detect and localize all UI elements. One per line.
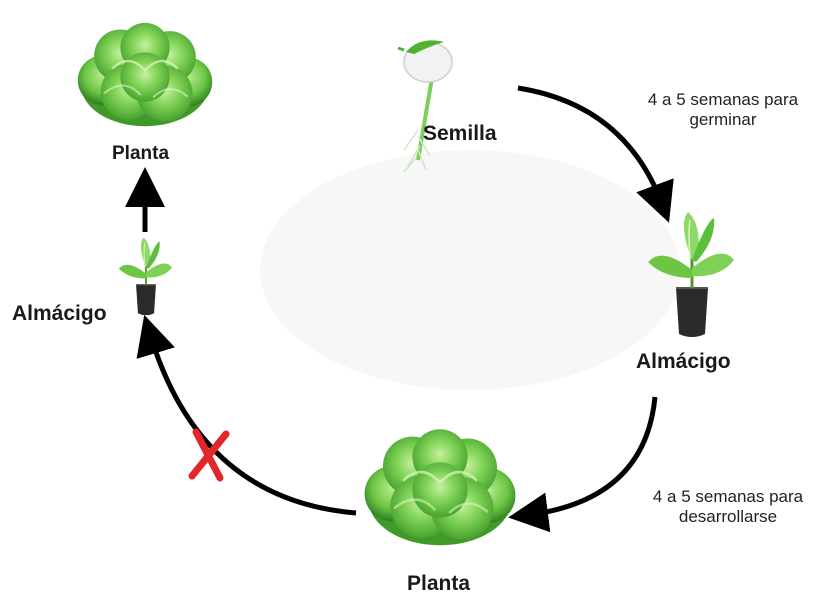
background-glow	[260, 150, 680, 390]
note-desarrollar-line1: 4 a 5 semanas para	[630, 487, 826, 507]
note-desarrollar: 4 a 5 semanas para desarrollarse	[630, 487, 826, 527]
note-germinar-line1: 4 a 5 semanas para	[628, 90, 818, 110]
note-germinar: 4 a 5 semanas para germinar	[628, 90, 818, 130]
label-almacigo-right: Almácigo	[636, 350, 731, 374]
label-planta-top: Planta	[112, 143, 169, 165]
arrow-planta-to-almacigo	[150, 334, 356, 513]
note-germinar-line2: germinar	[628, 110, 818, 130]
lettuce-head-icon	[365, 429, 516, 545]
label-planta-bottom: Planta	[407, 572, 470, 596]
label-semilla: Semilla	[423, 122, 497, 146]
seedling-plug-icon	[119, 238, 172, 316]
note-desarrollar-line2: desarrollarse	[630, 507, 826, 527]
label-almacigo-left: Almácigo	[12, 302, 107, 326]
lettuce-head-icon	[78, 23, 212, 126]
